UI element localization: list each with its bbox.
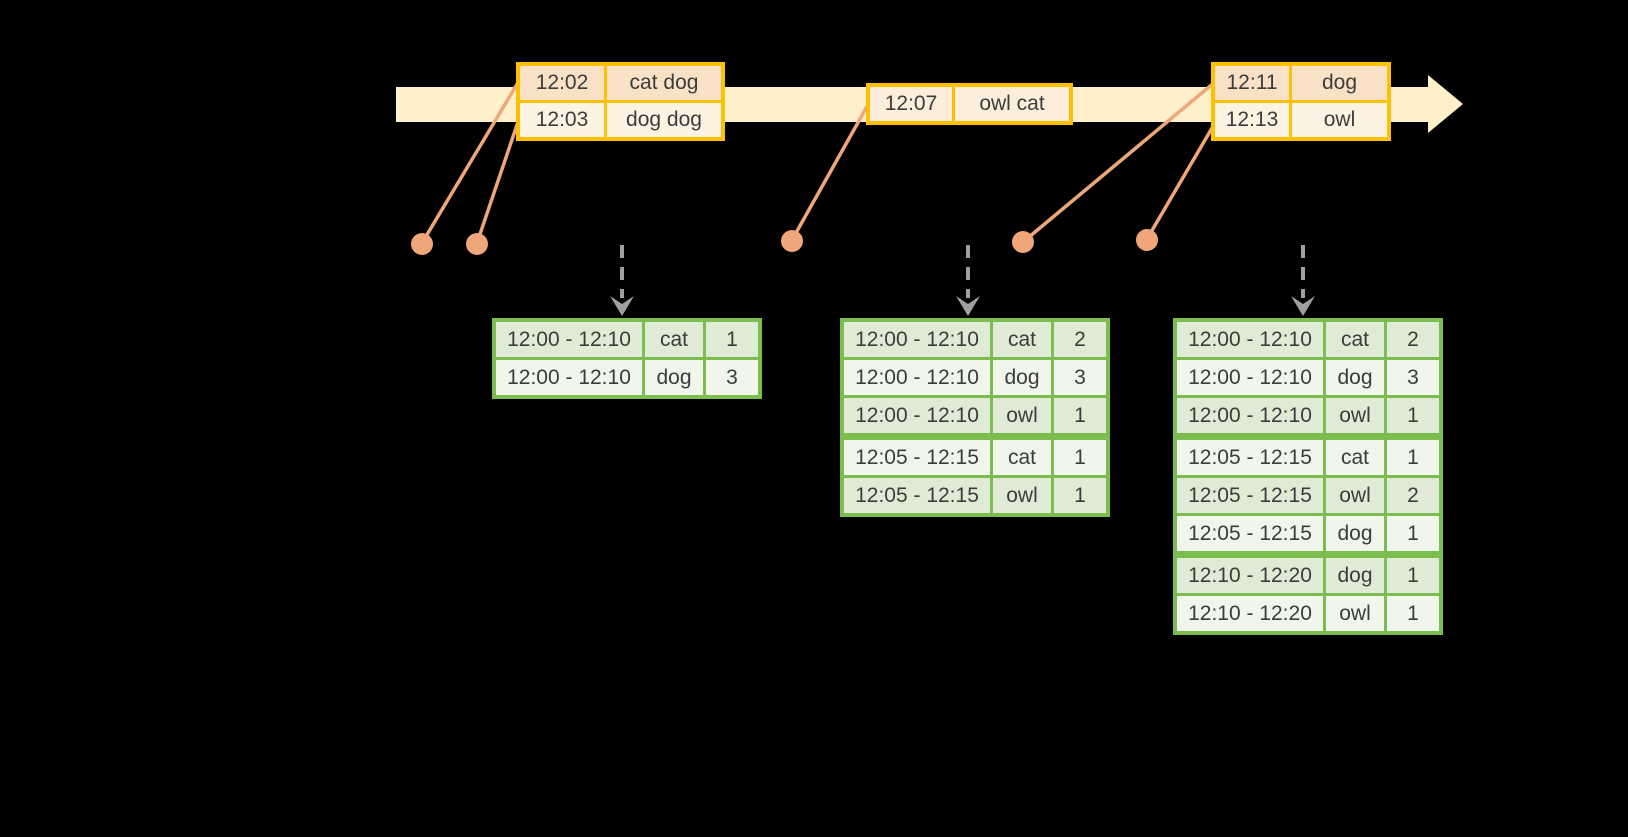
count-cell: 2 (1054, 322, 1106, 357)
event-time-cell: 12:11 (1215, 66, 1289, 100)
result-row: 12:05 - 12:15 dog 1 (1177, 516, 1439, 555)
word-cell: cat (645, 322, 703, 357)
event-time-cell: 12:02 (520, 66, 604, 100)
count-cell: 1 (706, 322, 758, 357)
word-cell: owl (1326, 596, 1384, 631)
window-cell: 12:05 - 12:15 (844, 478, 990, 513)
event-table-2: 12:07 owl cat (866, 83, 1073, 125)
window-cell: 12:00 - 12:10 (496, 360, 642, 395)
event-dot-1211 (1012, 231, 1034, 253)
connector-line-1213 (1145, 122, 1217, 240)
word-cell: owl (1326, 478, 1384, 513)
window-cell: 12:00 - 12:10 (1177, 398, 1323, 433)
word-cell: owl (993, 478, 1051, 513)
event-row: 12:13 owl (1215, 103, 1387, 137)
result-row: 12:00 - 12:10 dog 3 (496, 360, 758, 395)
word-cell: cat (993, 440, 1051, 475)
count-cell: 1 (1054, 440, 1106, 475)
result-table-1: 12:00 - 12:10 cat 1 12:00 - 12:10 dog 3 (492, 318, 762, 399)
count-cell: 1 (1054, 398, 1106, 433)
trigger-arrowhead-icon-2 (956, 296, 980, 316)
result-table-3: 12:00 - 12:10 cat 2 12:00 - 12:10 dog 3 … (1173, 318, 1443, 635)
result-row: 12:05 - 12:15 owl 2 (1177, 478, 1439, 513)
trigger-arrows (610, 245, 1315, 316)
connector-line-1203 (475, 118, 521, 244)
event-dot-1202 (411, 233, 433, 255)
event-table-3: 12:11 dog 12:13 owl (1211, 62, 1391, 141)
result-row: 12:05 - 12:15 cat 1 (844, 440, 1106, 475)
word-cell: dog (1326, 516, 1384, 551)
window-cell: 12:00 - 12:10 (844, 360, 990, 395)
event-time-cell: 12:03 (520, 103, 604, 137)
connector-line-1202 (420, 80, 521, 244)
word-cell: owl (1326, 398, 1384, 433)
result-row: 12:00 - 12:10 dog 3 (844, 360, 1106, 395)
count-cell: 1 (1387, 596, 1439, 631)
event-row: 12:11 dog (1215, 66, 1387, 100)
count-cell: 1 (1054, 478, 1106, 513)
window-cell: 12:00 - 12:10 (844, 398, 990, 433)
event-table-1: 12:02 cat dog 12:03 dog dog (516, 62, 725, 141)
window-cell: 12:05 - 12:15 (844, 440, 990, 475)
event-row: 12:07 owl cat (870, 87, 1069, 121)
event-connector-lines (420, 80, 1217, 244)
connector-line-1211 (1021, 80, 1217, 244)
event-words-cell: dog dog (607, 103, 721, 137)
window-cell: 12:10 - 12:20 (1177, 596, 1323, 631)
count-cell: 1 (1387, 440, 1439, 475)
result-row: 12:00 - 12:10 cat 2 (1177, 322, 1439, 357)
event-words-cell: owl (1292, 103, 1387, 137)
word-cell: dog (993, 360, 1051, 395)
event-time-cell: 12:13 (1215, 103, 1289, 137)
trigger-arrowhead-icon-1 (610, 296, 634, 316)
count-cell: 1 (1387, 398, 1439, 433)
window-cell: 12:10 - 12:20 (1177, 558, 1323, 593)
count-cell: 3 (706, 360, 758, 395)
event-words-cell: owl cat (955, 87, 1069, 121)
result-table-2: 12:00 - 12:10 cat 2 12:00 - 12:10 dog 3 … (840, 318, 1110, 517)
window-cell: 12:05 - 12:15 (1177, 478, 1323, 513)
window-cell: 12:05 - 12:15 (1177, 440, 1323, 475)
window-cell: 12:00 - 12:10 (1177, 322, 1323, 357)
window-cell: 12:00 - 12:10 (844, 322, 990, 357)
event-dots (411, 229, 1158, 255)
window-cell: 12:00 - 12:10 (496, 322, 642, 357)
count-cell: 2 (1387, 478, 1439, 513)
word-cell: cat (1326, 440, 1384, 475)
event-time-cell: 12:07 (870, 87, 952, 121)
result-row: 12:00 - 12:10 owl 1 (1177, 398, 1439, 437)
result-row: 12:05 - 12:15 owl 1 (844, 478, 1106, 513)
result-row: 12:00 - 12:10 cat 1 (496, 322, 758, 357)
window-cell: 12:00 - 12:10 (1177, 360, 1323, 395)
count-cell: 1 (1387, 558, 1439, 593)
result-row: 12:00 - 12:10 cat 2 (844, 322, 1106, 357)
word-cell: dog (1326, 360, 1384, 395)
window-cell: 12:05 - 12:15 (1177, 516, 1323, 551)
result-row: 12:10 - 12:20 owl 1 (1177, 596, 1439, 631)
word-cell: owl (993, 398, 1051, 433)
event-words-cell: cat dog (607, 66, 721, 100)
trigger-arrowhead-icon-3 (1291, 296, 1315, 316)
word-cell: cat (993, 322, 1051, 357)
connector-line-1207 (790, 102, 871, 241)
result-row: 12:05 - 12:15 cat 1 (1177, 440, 1439, 475)
event-dot-1213 (1136, 229, 1158, 251)
word-cell: dog (645, 360, 703, 395)
event-dot-1203 (466, 233, 488, 255)
result-row: 12:00 - 12:10 dog 3 (1177, 360, 1439, 395)
timeline-arrowhead-icon (1428, 75, 1463, 133)
event-row: 12:03 dog dog (520, 103, 721, 137)
count-cell: 1 (1387, 516, 1439, 551)
event-dot-1207 (781, 230, 803, 252)
event-row: 12:02 cat dog (520, 66, 721, 100)
result-row: 12:00 - 12:10 owl 1 (844, 398, 1106, 437)
word-cell: cat (1326, 322, 1384, 357)
count-cell: 3 (1387, 360, 1439, 395)
result-row: 12:10 - 12:20 dog 1 (1177, 558, 1439, 593)
event-words-cell: dog (1292, 66, 1387, 100)
word-cell: dog (1326, 558, 1384, 593)
count-cell: 3 (1054, 360, 1106, 395)
count-cell: 2 (1387, 322, 1439, 357)
